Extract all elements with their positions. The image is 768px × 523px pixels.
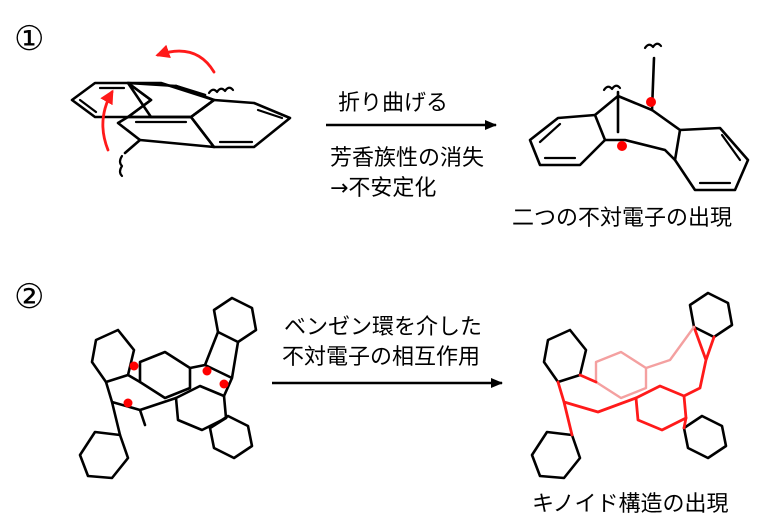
anthracene-molecule — [70, 81, 292, 178]
anthracene-bottom-substituent-bond — [123, 138, 142, 155]
radical-dot-6 — [219, 379, 229, 389]
radical-dot-1 — [646, 97, 656, 107]
anthracene-middle-ring-body — [126, 81, 216, 119]
macrocycle-quinoid — [530, 291, 734, 480]
ring-top-right — [212, 296, 258, 344]
bending-arrow-bottom-icon — [100, 89, 114, 152]
anthracene-right-ring — [189, 98, 292, 149]
q-ring-right-bottom — [682, 414, 728, 460]
arrow2-label-2: 不対電子の相互作用 — [282, 345, 480, 370]
anthracene-top-substituent-bond — [174, 84, 207, 97]
step1-product-caption: 二つの不対電子の出現 — [512, 206, 732, 231]
macrocycle-bridges — [104, 330, 240, 437]
quinoid-faint-bonds — [644, 325, 696, 370]
radical-dot-2 — [617, 141, 627, 151]
green-ring-right — [673, 126, 750, 192]
bent-bridge-bonds — [593, 94, 682, 162]
quinoid-bonds — [556, 325, 716, 437]
q-ring-upper-middle — [594, 350, 648, 400]
radical-dot-5 — [202, 366, 212, 376]
ring-left-bottom — [78, 430, 130, 480]
radical-dot-3 — [129, 361, 139, 371]
bent-molecule — [528, 42, 750, 192]
arrow1-label-top: 折り曲げる — [338, 91, 448, 116]
arrow1-label-bottom-1: 芳香族性の消失 — [330, 146, 484, 171]
anthracene-center — [116, 115, 216, 149]
step2-number: ② — [14, 277, 44, 317]
wavy-bond-product-top — [643, 42, 663, 50]
arrow2-label-1: ベンゼン環を介した — [284, 315, 482, 340]
macrocycle-diradical — [78, 296, 258, 480]
q-ring-lower-middle — [634, 384, 688, 432]
bending-arrow-top-icon — [155, 44, 216, 74]
ring-upper-middle — [138, 350, 192, 400]
arrow1-label-bottom-2: →不安定化 — [330, 176, 436, 201]
step1-number: ① — [14, 19, 44, 59]
q-ring-left-bottom — [530, 430, 582, 480]
step2-product-caption: キノイド構造の出現 — [532, 492, 728, 517]
wavy-bond-bottom — [118, 154, 124, 178]
radical-dot-4 — [123, 398, 133, 408]
ring-right-bottom — [208, 414, 254, 460]
wavy-bond-product-left — [602, 84, 622, 92]
wavy-bond-top — [207, 86, 235, 95]
